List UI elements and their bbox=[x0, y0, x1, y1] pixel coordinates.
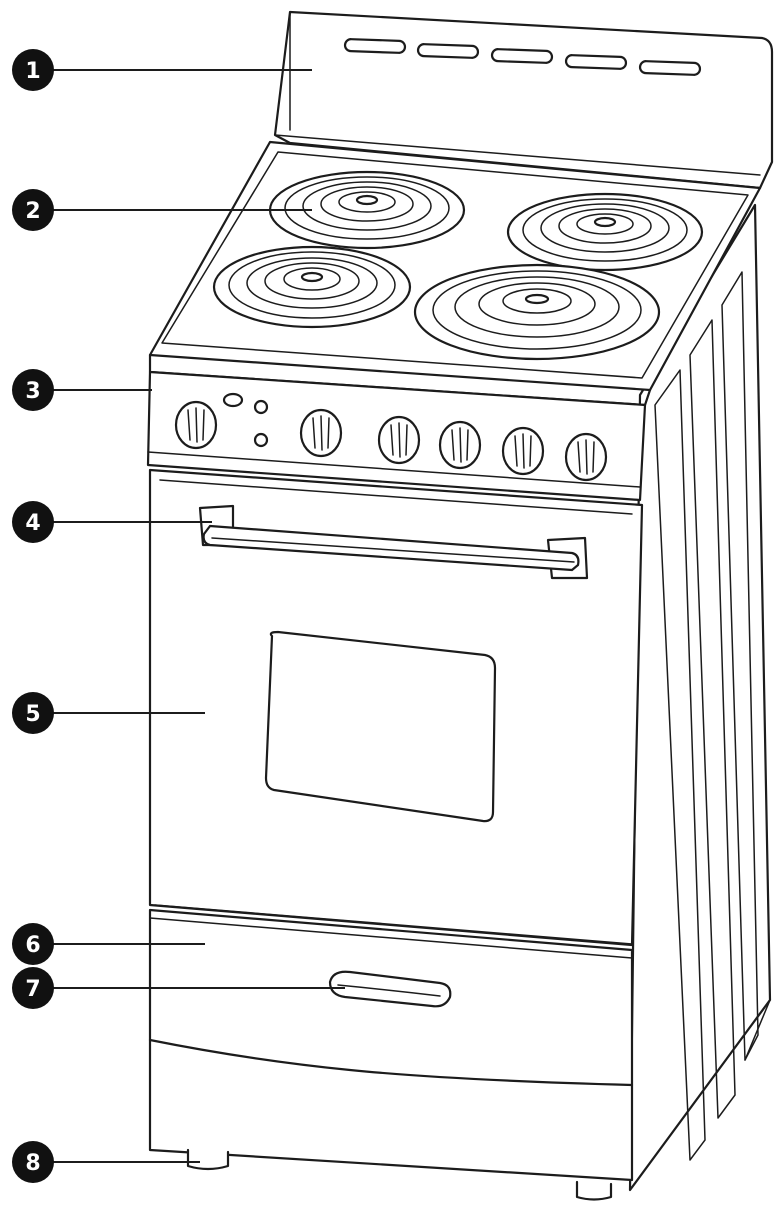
knob-2 bbox=[299, 408, 343, 458]
burner-rear-right bbox=[506, 192, 704, 272]
knob-1 bbox=[174, 400, 218, 450]
backguard bbox=[273, 10, 774, 190]
callout-5-label: 5 bbox=[25, 702, 40, 727]
callout-4: 4 bbox=[12, 501, 54, 543]
indicator-light bbox=[222, 392, 244, 408]
callout-1-label: 1 bbox=[25, 59, 40, 84]
callout-4-label: 4 bbox=[25, 511, 40, 536]
callout-7-label: 7 bbox=[25, 977, 40, 1002]
knob-4 bbox=[438, 420, 482, 470]
leader-lines bbox=[52, 69, 345, 1163]
callout-6-label: 6 bbox=[25, 933, 40, 958]
drawer-handle bbox=[328, 970, 452, 1008]
callout-3: 3 bbox=[12, 369, 54, 411]
oven-window bbox=[264, 630, 497, 823]
storage-drawer bbox=[148, 904, 634, 1182]
callout-8: 8 bbox=[12, 1141, 54, 1183]
backguard-vents bbox=[343, 38, 702, 76]
callout-2: 2 bbox=[12, 189, 54, 231]
callout-5: 5 bbox=[12, 692, 54, 734]
callout-7: 7 bbox=[12, 967, 54, 1009]
burner-front-right bbox=[413, 263, 661, 361]
knob-3 bbox=[377, 415, 421, 465]
knob-6 bbox=[564, 432, 608, 482]
door-handle bbox=[198, 504, 589, 580]
knob-5 bbox=[501, 426, 545, 476]
burner-front-left bbox=[212, 245, 412, 329]
callout-6: 6 bbox=[12, 923, 54, 965]
callout-2-label: 2 bbox=[25, 199, 40, 224]
control-knobs bbox=[174, 400, 608, 482]
side-panel bbox=[628, 203, 772, 1192]
callout-8-label: 8 bbox=[25, 1151, 40, 1176]
callout-3-label: 3 bbox=[25, 379, 40, 404]
callout-1: 1 bbox=[12, 49, 54, 91]
leveling-legs bbox=[186, 1148, 613, 1201]
